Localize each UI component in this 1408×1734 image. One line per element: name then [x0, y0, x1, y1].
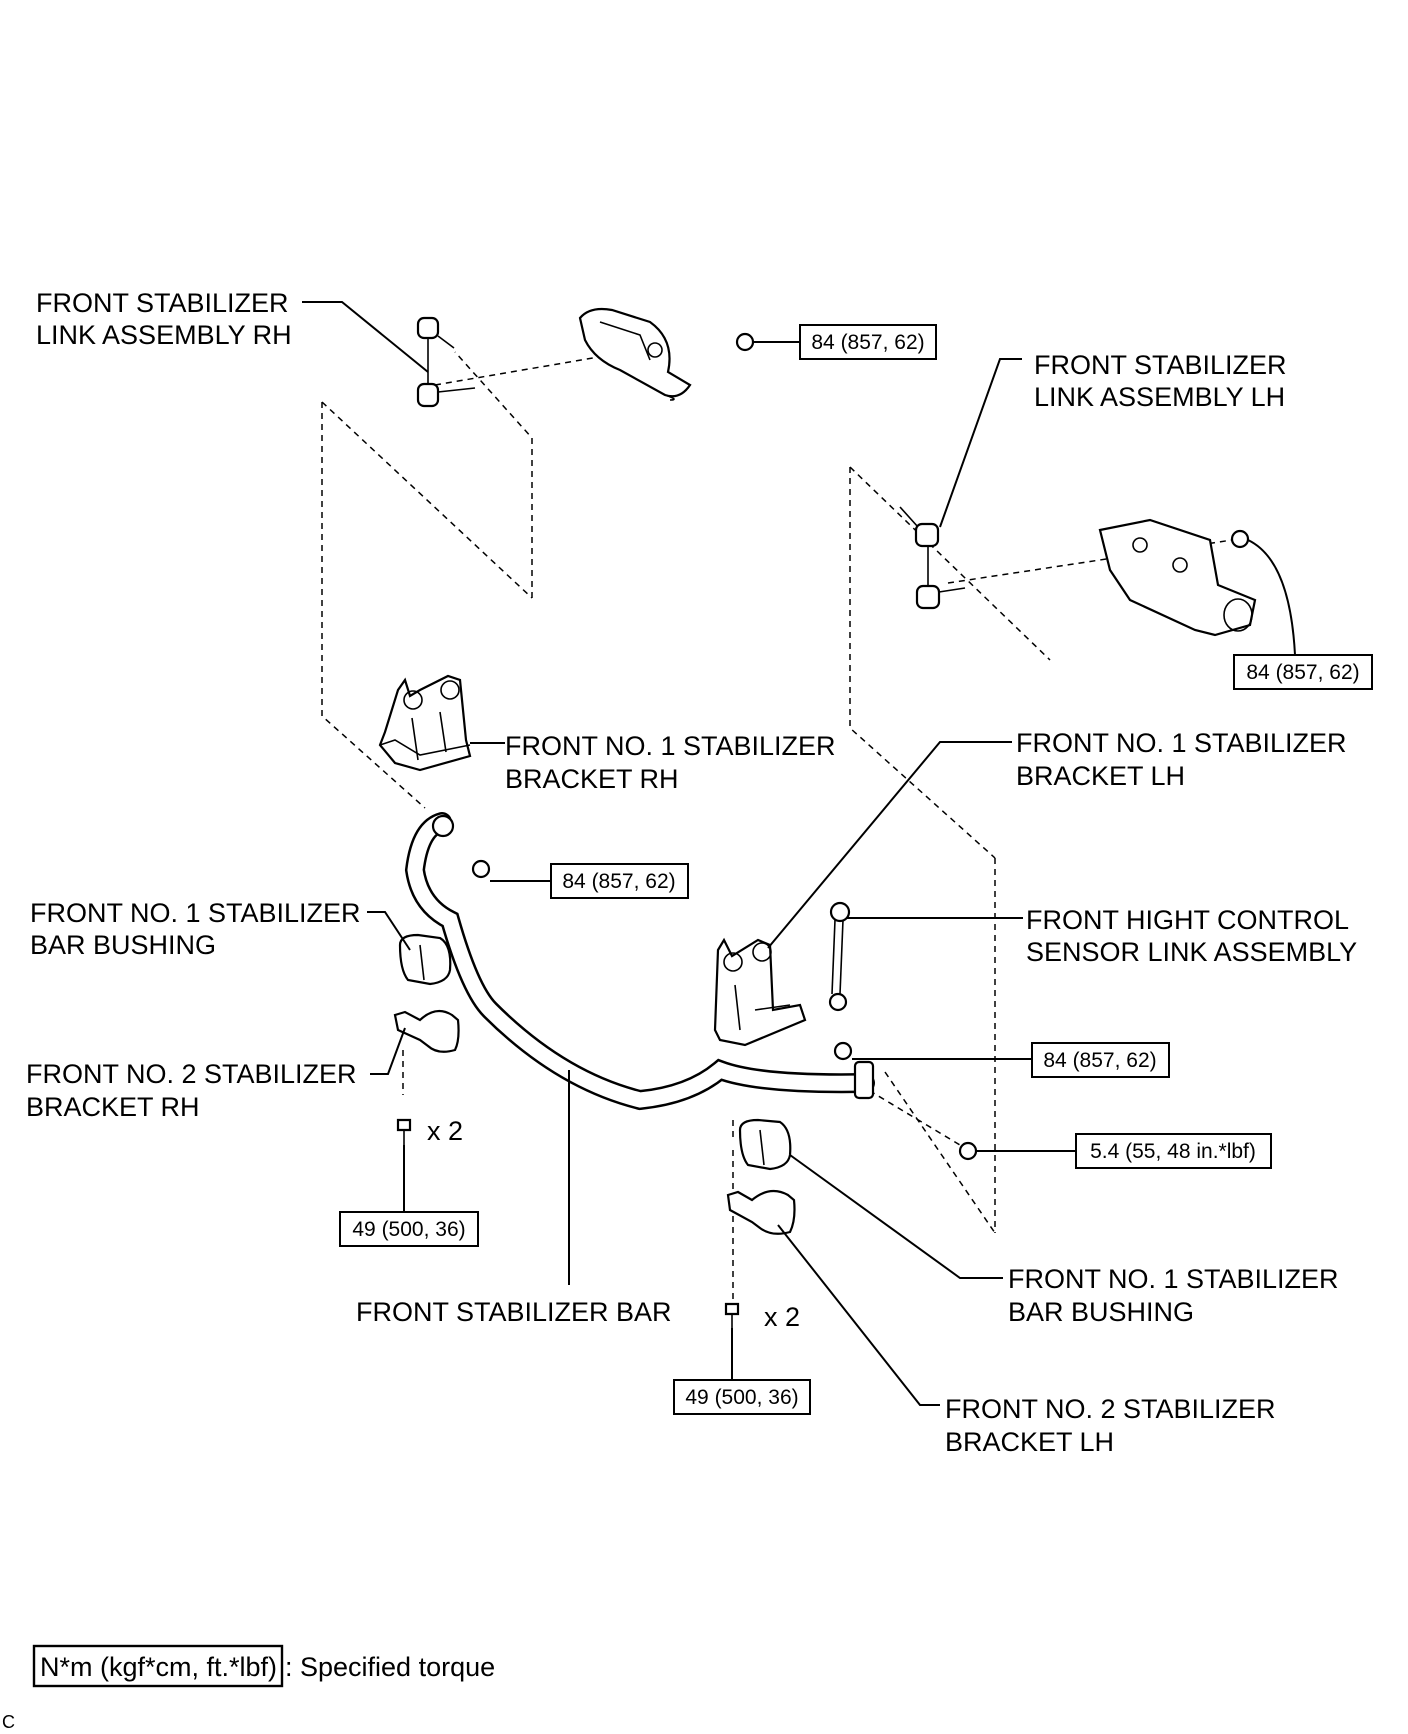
front-stabilizer-bar-part	[404, 812, 875, 1111]
front-height-control-sensor-link-part	[828, 901, 851, 1012]
svg-text:84 (857, 62): 84 (857, 62)	[811, 331, 924, 354]
svg-text:84 (857, 62): 84 (857, 62)	[1043, 1049, 1156, 1072]
nut-bar-rh	[471, 859, 491, 879]
svg-text:84 (857, 62): 84 (857, 62)	[1246, 661, 1359, 684]
svg-text:5.4 (55, 48 in.*lbf): 5.4 (55, 48 in.*lbf)	[1090, 1140, 1256, 1163]
qty-lh-bolts: x 2	[764, 1302, 800, 1332]
front-stabilizer-link-lh-part	[899, 506, 966, 610]
label-link-rh: FRONT STABILIZER LINK ASSEMBLY RH	[36, 288, 296, 350]
nut-sensor	[958, 1141, 978, 1161]
svg-text:49 (500, 36): 49 (500, 36)	[685, 1386, 798, 1409]
qty-rh-bolts: x 2	[427, 1116, 463, 1146]
bolt-lh	[724, 1302, 740, 1328]
torque-box-link-lh: 84 (857, 62)	[1233, 654, 1373, 690]
label-stabilizer-bar: FRONT STABILIZER BAR	[356, 1297, 672, 1327]
lower-arm-lh-part	[1098, 518, 1257, 637]
torque-box-bracket-rh: 49 (500, 36)	[339, 1211, 479, 1247]
label-bushing-rh: FRONT NO. 1 STABILIZER BAR BUSHING	[30, 898, 368, 960]
legend-text: : Specified torque	[285, 1652, 495, 1682]
front-no1-bushing-rh-part	[398, 933, 452, 986]
bolt-rh	[396, 1118, 412, 1145]
leader-lines	[302, 301, 1296, 1406]
corner-mark: C	[2, 1712, 15, 1732]
torque-box-bracket-lh: 49 (500, 36)	[673, 1379, 811, 1415]
front-no2-bracket-rh-part	[393, 1009, 460, 1053]
svg-text:84 (857, 62): 84 (857, 62)	[562, 870, 675, 893]
label-bracket1-lh: FRONT NO. 1 STABILIZER BRACKET LH	[1016, 728, 1354, 791]
torque-box-link-rh: 84 (857, 62)	[799, 324, 937, 360]
nut-link-lh	[1230, 529, 1250, 549]
nut-bar-lh	[833, 1041, 853, 1061]
torque-box-sensor: 5.4 (55, 48 in.*lbf)	[1075, 1133, 1272, 1169]
dashed-guides	[321, 351, 1233, 1300]
svg-text:49 (500, 36): 49 (500, 36)	[352, 1218, 465, 1241]
front-stabilizer-link-rh-part	[416, 316, 476, 408]
label-bushing-lh: FRONT NO. 1 STABILIZER BAR BUSHING	[1008, 1264, 1346, 1327]
label-height-sensor: FRONT HIGHT CONTROL SENSOR LINK ASSEMBLY	[1026, 905, 1357, 967]
legend-unit-box: N*m (kgf*cm, ft.*lbf)	[40, 1652, 277, 1682]
front-no1-bracket-lh-part	[713, 937, 807, 1047]
label-bracket1-rh: FRONT NO. 1 STABILIZER BRACKET RH	[505, 731, 843, 794]
label-link-lh: FRONT STABILIZER LINK ASSEMBLY LH	[1034, 350, 1294, 412]
front-no1-bracket-rh-part	[378, 674, 472, 772]
nut-link-rh	[735, 332, 755, 352]
label-bracket2-lh: FRONT NO. 2 STABILIZER BRACKET LH	[945, 1394, 1283, 1457]
lower-arm-rh-part	[578, 307, 692, 401]
label-bracket2-rh: FRONT NO. 2 STABILIZER BRACKET RH	[26, 1059, 364, 1122]
legend: N*m (kgf*cm, ft.*lbf) : Specified torque	[32, 1644, 495, 1688]
torque-box-bar-rh: 84 (857, 62)	[550, 863, 689, 899]
torque-box-bar-lh: 84 (857, 62)	[1031, 1042, 1170, 1078]
front-no1-bushing-lh-part	[738, 1118, 792, 1171]
front-no2-bracket-lh-part	[726, 1189, 796, 1235]
